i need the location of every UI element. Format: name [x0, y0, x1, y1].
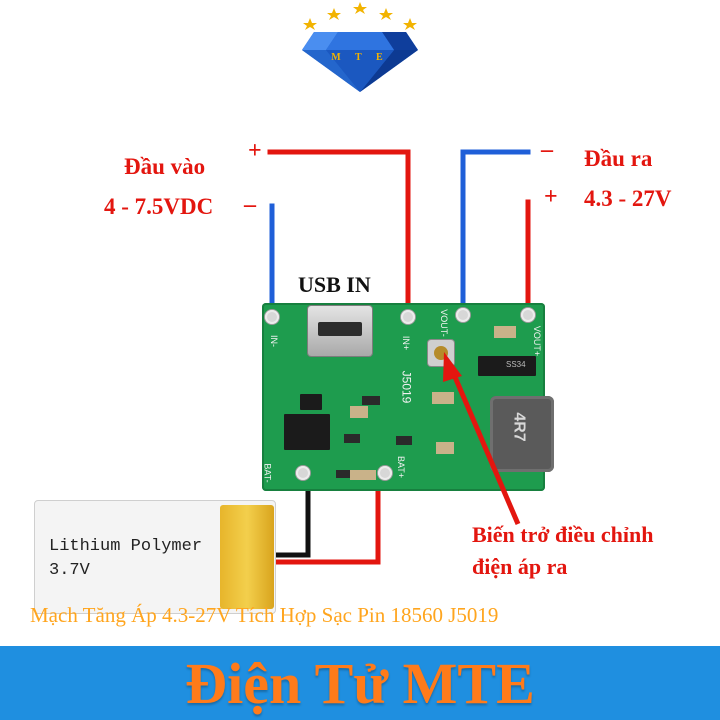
input-plus-sign: + [248, 138, 262, 164]
boost-chip [300, 394, 322, 410]
output-range: 4.3 - 27V [584, 186, 672, 211]
input-title: Đầu vào [124, 154, 206, 179]
cap-5 [494, 326, 516, 338]
battery-tab [220, 505, 274, 609]
pad-vout-minus [456, 308, 470, 322]
battery-label: Lithium Polymer [49, 537, 203, 556]
cap-1 [350, 406, 368, 418]
cap-3 [350, 470, 376, 480]
pad-vout-plus [521, 308, 535, 322]
smd-3 [396, 436, 412, 445]
usb-in-label: USB IN [298, 272, 371, 297]
input-plus-wire [267, 149, 411, 321]
logo-letters: M T E [331, 52, 389, 63]
diode-mark: SS34 [506, 360, 526, 369]
usb-slot [318, 322, 362, 336]
pad-bat-minus [296, 466, 310, 480]
output-plus-sign: + [544, 184, 558, 210]
pad-in-minus [265, 310, 279, 324]
annotation-line2: điện áp ra [472, 554, 568, 579]
output-minus-sign: – [541, 137, 553, 163]
cap-4 [432, 392, 454, 404]
stars-icon [303, 2, 417, 30]
output-minus-wire [460, 149, 531, 319]
pad-bat-plus [378, 466, 392, 480]
input-minus-sign: – [244, 192, 256, 218]
smd-2 [344, 434, 360, 443]
diode-chip: SS34 [478, 356, 536, 376]
inductor: 4R7 [490, 396, 554, 472]
pad-in-plus [401, 310, 415, 324]
annotation-line1: Biến trở điều chỉnh [472, 522, 654, 547]
cap-2 [436, 442, 454, 454]
charger-chip [284, 414, 330, 450]
input-range: 4 - 7.5VDC [104, 194, 214, 219]
battery-voltage: 3.7V [49, 561, 90, 580]
footer-brand: Điện Tử MTE [185, 651, 535, 716]
smd-4 [336, 470, 354, 478]
output-title: Đầu ra [584, 146, 653, 171]
diamond-icon [302, 32, 418, 92]
usb-port [308, 306, 372, 356]
lipo-battery: Lithium Polymer 3.7V [34, 500, 276, 614]
battery-red-wire [252, 478, 381, 565]
logo: M T E [300, 0, 420, 100]
product-caption: Mạch Tăng Áp 4.3-27V Tích Hợp Sạc Pin 18… [30, 603, 499, 627]
footer-banner: Điện Tử MTE [0, 646, 720, 720]
smd-1 [362, 396, 380, 405]
